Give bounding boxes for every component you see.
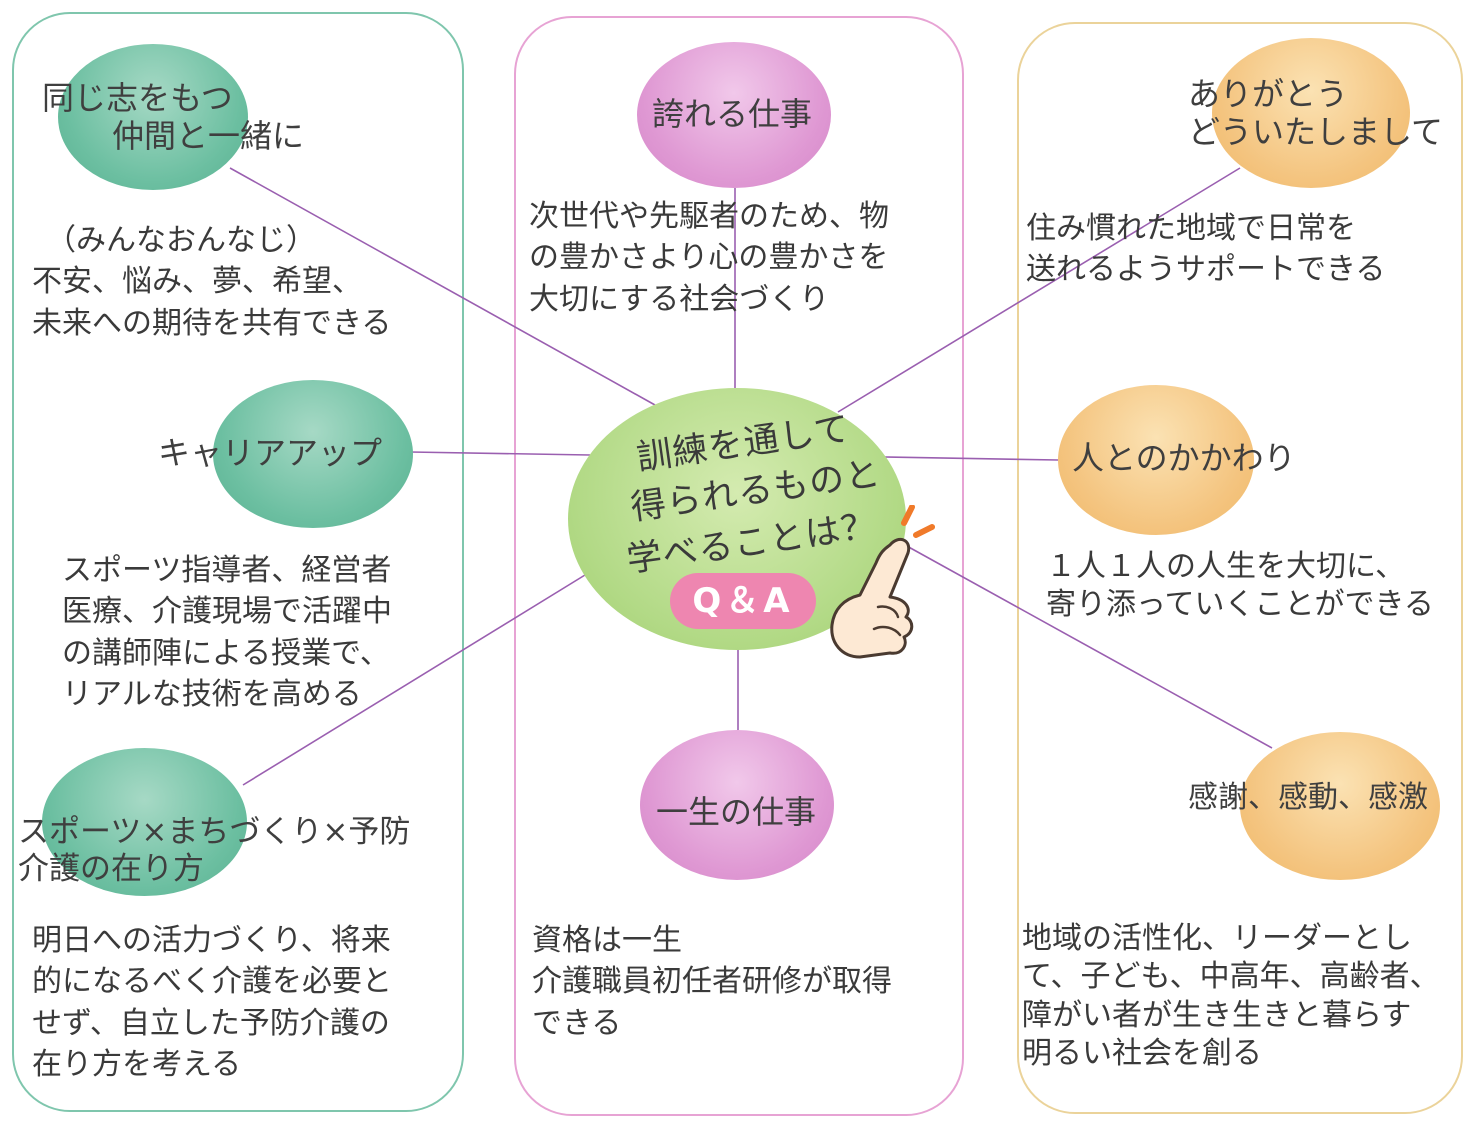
connector-right-middle: [884, 456, 1059, 461]
right-text-2: １人１人の人生を大切に、 寄り添っていくことができる: [1046, 549, 1434, 622]
right-text-3: 地域の活性化、リーダーとし て、子ども、中高年、高齢者、 障がい者が生き生きと暮…: [1022, 921, 1440, 1072]
left-text-3: 明日への活力づくり、将来 的になるべく介護を必要と せず、自立した予防介護の 在…: [32, 923, 392, 1083]
bubble-right-3: [1240, 732, 1440, 880]
connector-left-middle: [409, 451, 591, 456]
center-text-1: 次世代や先駆者のため、物 の豊かさより心の豊かさを 大切にする社会づくり: [529, 199, 889, 317]
bubble-right-1-label: ありがとう どういたしまして: [1188, 75, 1444, 151]
connector-left-top: [229, 167, 656, 406]
connector-right-top: [837, 167, 1241, 413]
qa-badge: Q＆A: [670, 573, 816, 629]
bubble-center-1-label: 誇れる仕事: [652, 95, 813, 133]
center-text-2: 資格は一生 介護職員初任者研修が取得 できる: [532, 923, 892, 1041]
bubble-left-3-label: スポーツ×まちづくり×予防 介護の在り方: [18, 814, 411, 887]
bubble-left-2-label: キャリアアップ: [158, 434, 383, 472]
bubble-left-1: [58, 44, 248, 190]
connector-left-bottom: [242, 574, 586, 786]
left-text-1: （みんなおんなじ） 不安、悩み、夢、希望、 未来への期待を共有できる: [32, 223, 392, 341]
connector-right-bottom: [904, 544, 1273, 749]
bubble-left-3: [42, 748, 247, 896]
bubble-right-1: [1212, 38, 1410, 188]
right-text-1: 住み慣れた地域で日常を 送れるようサポートできる: [1026, 211, 1386, 288]
pointing-hand-icon: [830, 505, 935, 659]
bubble-center-2-label: 一生の仕事: [656, 793, 817, 831]
center-column-panel: [514, 16, 964, 1116]
left-text-2: スポーツ指導者、経営者 医療、介護現場で活躍中 の講師陣による授業で、 リアルな…: [62, 553, 392, 713]
bubble-left-2: [213, 380, 413, 528]
bubble-right-2-label: 人とのかかわり: [1072, 439, 1296, 477]
bubble-center-2: [640, 730, 834, 880]
bubble-center-1: [637, 42, 831, 188]
left-column-panel: [12, 12, 464, 1112]
bubble-left-1-label: 同じ志をもつ 仲間と一緒に: [42, 79, 305, 155]
bubble-right-2: [1058, 385, 1254, 535]
right-column-panel: [1017, 22, 1463, 1114]
bubble-right-3-label: 感謝、感動、感激: [1188, 780, 1428, 815]
